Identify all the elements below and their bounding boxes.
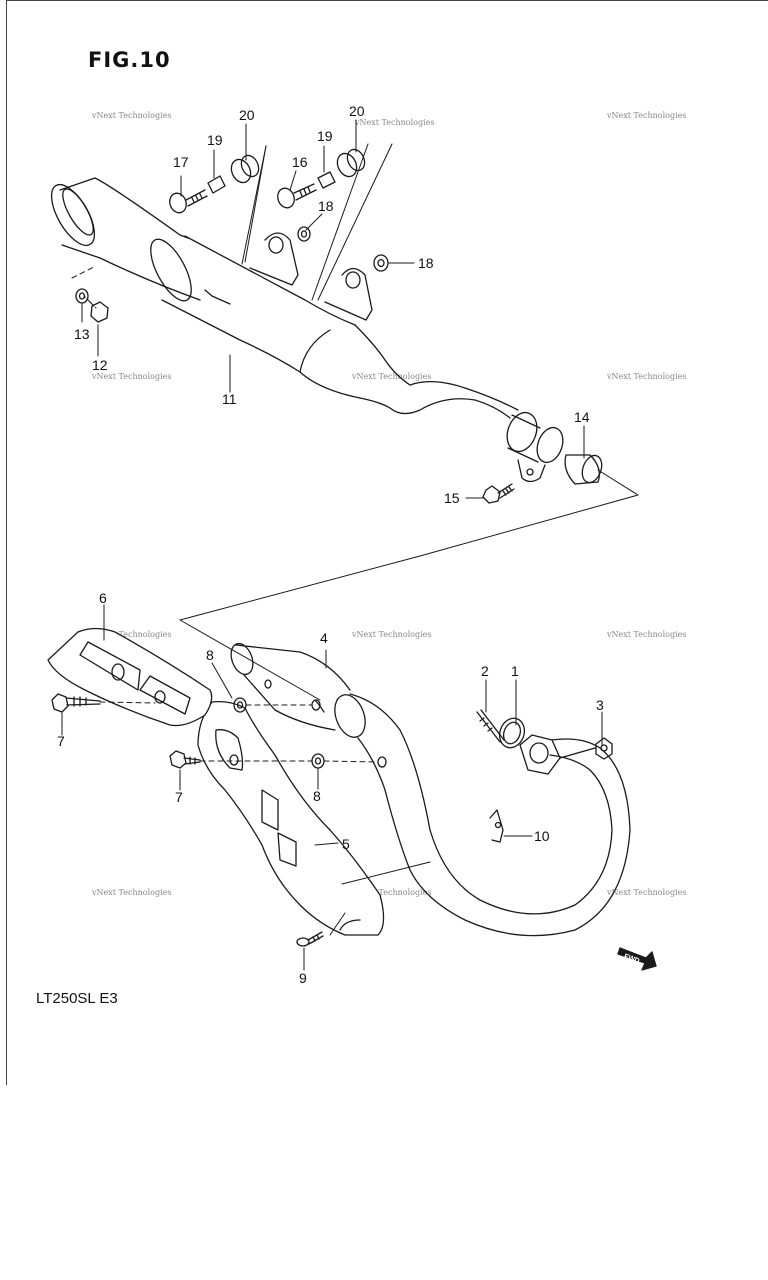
- callout-1: 1: [511, 663, 519, 679]
- part-6-heat-shield: [47, 627, 213, 727]
- callout-18: 18: [318, 198, 334, 214]
- watermark: vNext Technologies: [607, 630, 687, 639]
- callout-4: 4: [320, 630, 328, 646]
- callout-9: 9: [299, 970, 307, 986]
- mounting-hardware-upper: [75, 148, 389, 323]
- watermark: vNext Technologies: [92, 111, 172, 120]
- callout-7: 7: [175, 789, 183, 805]
- watermark: vNext Technologies: [352, 372, 432, 381]
- callout-leaders: [61, 119, 603, 971]
- callout-10: 10: [534, 828, 550, 844]
- part-15-bolt: [482, 483, 515, 504]
- part-14-gasket-sleeve: [564, 454, 603, 485]
- watermark: vNext Technologies: [352, 630, 432, 639]
- watermark: vNext Technologies: [607, 111, 687, 120]
- callout-3: 3: [596, 697, 604, 713]
- watermark: vNext Technologies: [355, 118, 435, 127]
- callout-14: 14: [574, 409, 590, 425]
- watermark: vNext Technologies: [92, 372, 172, 381]
- assembly-lines-lower: [99, 701, 431, 936]
- callout-19: 19: [207, 132, 223, 148]
- callout-7: 7: [57, 733, 65, 749]
- callout-19: 19: [317, 128, 333, 144]
- callout-8: 8: [206, 647, 214, 663]
- page-border-top: [6, 0, 768, 1]
- part-5-heat-shield: [197, 700, 385, 936]
- watermark: vNext Technologies: [607, 888, 687, 897]
- page-border-left: [6, 0, 7, 1085]
- assembly-lines-upper: [71, 143, 639, 701]
- callout-18: 18: [418, 255, 434, 271]
- callout-12: 12: [92, 357, 108, 373]
- model-label: LT250SL E3: [36, 990, 118, 1007]
- watermark: vNext Technologies: [92, 888, 172, 897]
- callout-labels: 1 2 3 4 5 6 7 7 8 8 9 10 11 12 13 14 15 …: [57, 103, 604, 986]
- callout-8: 8: [313, 788, 321, 804]
- figure-title: FIG.10: [88, 48, 171, 72]
- muffler-assembly: [50, 177, 564, 483]
- callout-11: 11: [222, 391, 237, 407]
- callout-20: 20: [349, 103, 365, 119]
- fwd-arrow-icon: [617, 947, 657, 971]
- exhaust-pipe-assembly: [230, 642, 631, 937]
- callout-13: 13: [74, 326, 90, 342]
- watermark: vNext Technologies: [92, 630, 172, 639]
- watermark: vNext Technologies: [607, 372, 687, 381]
- callout-20: 20: [239, 107, 255, 123]
- callout-6: 6: [99, 590, 107, 606]
- callout-16: 16: [292, 154, 308, 170]
- callout-5: 5: [342, 836, 350, 852]
- callout-15: 15: [444, 490, 460, 506]
- callout-17: 17: [173, 154, 189, 170]
- watermark: vNext Technologies: [352, 888, 432, 897]
- callout-2: 2: [481, 663, 489, 679]
